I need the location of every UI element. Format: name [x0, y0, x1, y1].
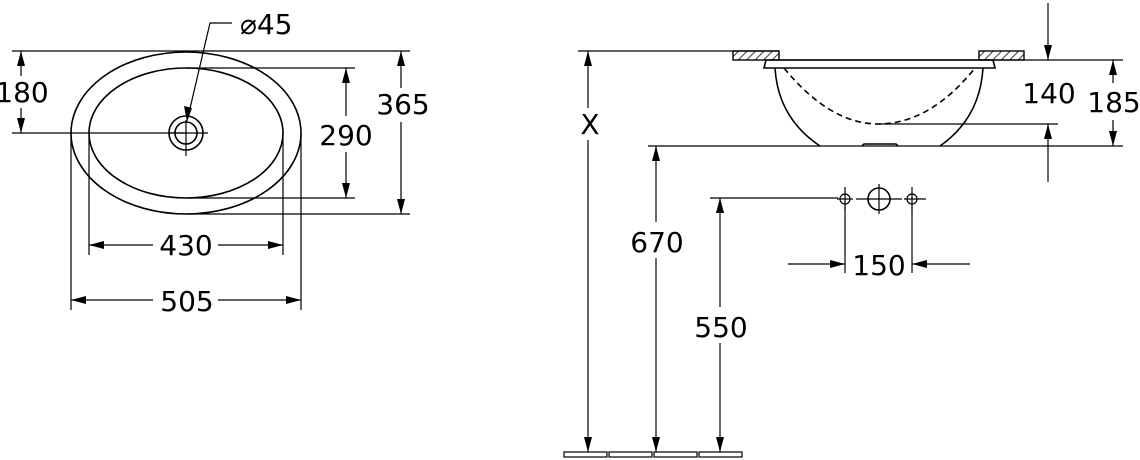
dimension-label-290: 290 [319, 119, 372, 152]
dimension-430: 430 [89, 229, 283, 262]
dimension-label-150: 150 [852, 249, 905, 282]
dimension-label-365: 365 [376, 88, 429, 121]
dimension-label-550: 550 [694, 311, 747, 344]
basin-inner-dashed [783, 67, 976, 125]
dimension-x: X [580, 51, 600, 452]
dimension-label-drain: ⌀45 [240, 8, 293, 41]
dimension-670: 670 [630, 146, 684, 452]
dimension-label-185: 185 [1087, 86, 1140, 119]
top-view: 180 290 365 430 [0, 8, 430, 318]
dimension-505: 505 [71, 285, 301, 318]
dimension-150: 150 [788, 207, 970, 282]
tap-holes-icon [837, 184, 926, 214]
dimension-180: 180 [0, 51, 49, 133]
basin-bowl-outline [774, 67, 821, 147]
floor [563, 451, 743, 458]
dimension-label-x: X [580, 108, 599, 141]
dimension-label-140: 140 [1022, 77, 1075, 110]
dimension-185: 185 [1087, 60, 1140, 146]
dimension-label-505: 505 [160, 285, 213, 318]
dimension-label-180: 180 [0, 76, 49, 109]
dimension-drain-diameter: ⌀45 [184, 8, 293, 122]
drain-icon [168, 115, 208, 156]
countertop-section-left [732, 50, 780, 61]
dimension-365: 365 [376, 51, 430, 214]
dimension-140: 140 [1022, 3, 1076, 182]
basin-bowl-outline [939, 67, 984, 147]
basin-rim-flange [762, 59, 997, 69]
basin-foot [861, 143, 899, 147]
countertop-section-right [978, 50, 1025, 61]
side-view: X 670 550 [563, 3, 1140, 458]
dimension-290: 290 [319, 68, 373, 198]
dimension-label-430: 430 [159, 229, 212, 262]
dimension-550: 550 [694, 197, 838, 452]
dimension-label-670: 670 [630, 226, 683, 259]
